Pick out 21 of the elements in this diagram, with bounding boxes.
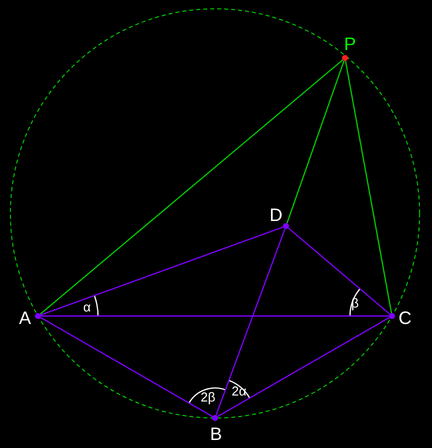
line-segment [288,227,390,315]
point-label: B [210,425,222,443]
line-segment [344,60,392,314]
line-segment [286,60,345,224]
vertex-point [35,313,41,319]
point-label: P [344,35,356,53]
vertex-point [283,223,289,229]
angle-label: α [83,300,91,314]
angle-label: 2β [200,390,216,404]
line-segment [41,315,389,317]
point-label: C [398,309,412,327]
point-label: A [19,309,31,327]
line-segment [217,316,390,418]
line-segment [215,228,286,416]
point-label: D [270,206,282,224]
point-marker [342,55,348,61]
vertex-point [212,415,218,421]
line-segment [40,226,284,316]
vertex-point [389,313,395,319]
line-segment [40,316,213,418]
line-segment [40,59,344,315]
